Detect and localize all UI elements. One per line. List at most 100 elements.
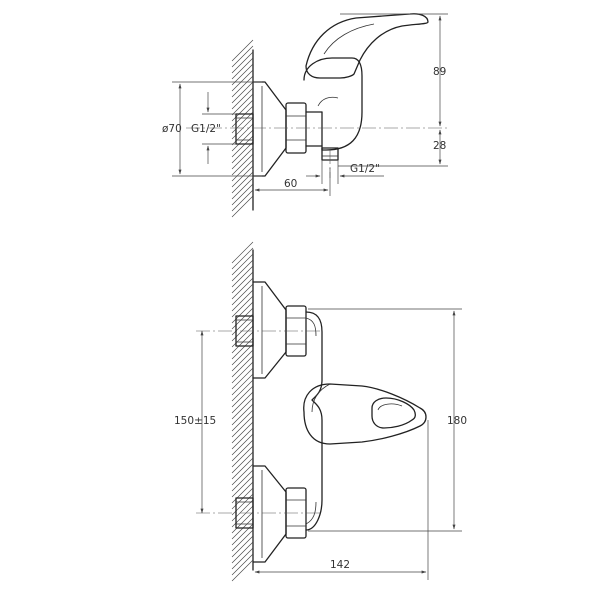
hatch-line <box>231 183 254 206</box>
hatch-line <box>231 123 254 146</box>
hatch-line <box>231 397 254 420</box>
faucet-body-top <box>303 57 363 151</box>
hatch-line <box>231 493 254 516</box>
hatch-line <box>231 313 254 336</box>
lever-handle-front <box>303 383 427 445</box>
lever-handle-top <box>305 13 429 79</box>
hatch-line <box>231 463 254 486</box>
hatch-line <box>231 93 254 116</box>
hatch-line <box>231 445 254 468</box>
hatch-line <box>231 361 254 384</box>
wall-hatch-front <box>231 241 254 582</box>
hatch-line <box>231 87 254 110</box>
hatch-line <box>231 415 254 438</box>
hatch-line <box>231 45 254 68</box>
hatch-line <box>231 469 254 492</box>
hatch-line <box>231 253 254 276</box>
hatch-line <box>231 511 254 534</box>
hatch-line <box>231 277 254 300</box>
wall-flange-top <box>252 81 287 177</box>
hatch-line <box>231 439 254 462</box>
hatch-line <box>231 553 254 576</box>
hatch-line <box>231 135 254 158</box>
hatch-line <box>231 547 254 570</box>
hatch-line <box>231 295 254 318</box>
hatch-line <box>231 481 254 504</box>
wall-hatch-top <box>231 39 254 218</box>
hatch-line <box>231 433 254 456</box>
hatch-line <box>231 147 254 170</box>
hatch-line <box>231 165 254 188</box>
lower-flange-front <box>252 465 287 563</box>
hatch-line <box>231 57 254 80</box>
hatch-line <box>231 379 254 402</box>
hatch-line <box>231 343 254 366</box>
dim-diameter-70: ø70 <box>162 123 182 135</box>
height-dimension-front: 180 <box>308 308 467 532</box>
hatch-line <box>231 283 254 306</box>
hatch-line <box>231 499 254 522</box>
dim-28: 28 <box>433 140 446 152</box>
hatch-line <box>231 331 254 354</box>
side-view: 89 28 ø70 G1/2" 60 <box>162 13 450 218</box>
hatch-line <box>231 105 254 128</box>
dim-150-15: 150±15 <box>174 415 216 427</box>
dim-outlet-thread: G1/2" <box>350 163 380 175</box>
hatch-line <box>231 535 254 558</box>
upper-flange-front <box>252 281 287 379</box>
hatch-line <box>231 177 254 200</box>
hatch-line <box>231 325 254 348</box>
width-dimension-front: 142 <box>254 420 429 580</box>
depth-dimension: 60 <box>254 168 331 196</box>
faucet-body-front <box>305 311 323 531</box>
diameter-dimension: ø70 <box>162 81 262 177</box>
hatch-line <box>231 141 254 164</box>
hatch-line <box>231 111 254 134</box>
hatch-line <box>231 367 254 390</box>
hatch-line <box>231 195 254 218</box>
hatch-line <box>231 355 254 378</box>
hatch-line <box>231 457 254 480</box>
hatch-line <box>231 529 254 552</box>
hatch-line <box>231 475 254 498</box>
dim-180: 180 <box>447 415 467 427</box>
hatch-line <box>231 307 254 330</box>
hatch-line <box>231 385 254 408</box>
hatch-line <box>231 117 254 140</box>
hatch-line <box>231 81 254 104</box>
inlet-thread-dimension: G1/2" <box>191 92 236 164</box>
hatch-line <box>231 289 254 312</box>
hatch-line <box>231 337 254 360</box>
dim-142: 142 <box>330 559 350 571</box>
center-distance-dimension: 150±15 <box>174 330 216 514</box>
hatch-line <box>231 241 254 264</box>
hatch-line <box>231 541 254 564</box>
hatch-line <box>231 75 254 98</box>
outlet-thread-dimension: G1/2" <box>306 160 384 184</box>
hatch-line <box>231 427 254 450</box>
hatch-line <box>231 409 254 432</box>
hatch-line <box>231 391 254 414</box>
dim-89: 89 <box>433 66 446 78</box>
hatch-line <box>231 349 254 372</box>
hatch-line <box>231 451 254 474</box>
hatch-line <box>231 51 254 74</box>
hatch-line <box>231 403 254 426</box>
dim-60: 60 <box>284 178 297 190</box>
hatch-line <box>231 559 254 582</box>
hatch-line <box>231 247 254 270</box>
hatch-line <box>231 265 254 288</box>
dim-inlet-thread: G1/2" <box>191 123 221 135</box>
hatch-line <box>231 159 254 182</box>
height-dimension-top: 89 28 <box>338 13 448 167</box>
hatch-line <box>231 171 254 194</box>
front-view: 150±15 180 142 <box>174 241 467 582</box>
hatch-line <box>231 69 254 92</box>
hatch-line <box>231 129 254 152</box>
hatch-line <box>231 39 254 62</box>
hatch-line <box>231 189 254 212</box>
hatch-line <box>231 271 254 294</box>
hatch-line <box>231 153 254 176</box>
